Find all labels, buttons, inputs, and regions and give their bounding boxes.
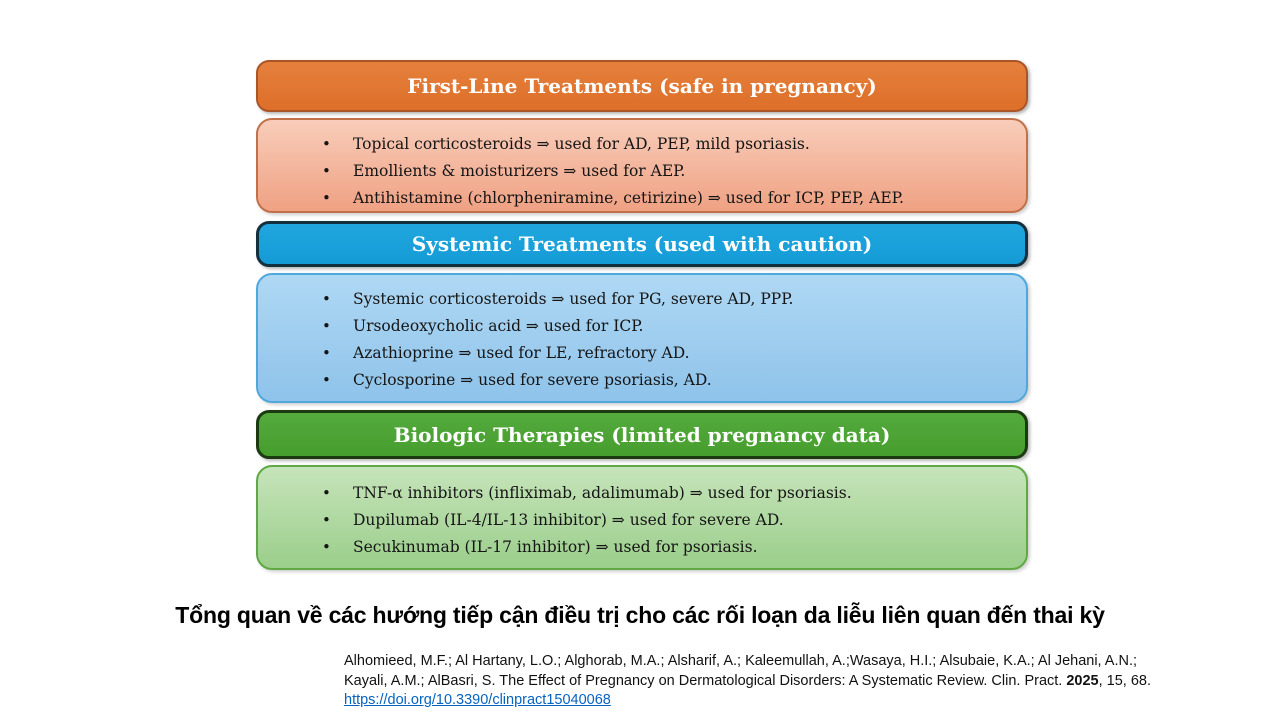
treatment-item: Cyclosporine ⇒ used for severe psoriasis… bbox=[320, 367, 1008, 394]
section-header-biologic-therapies: Biologic Therapies (limited pregnancy da… bbox=[256, 410, 1028, 459]
slide-caption: Tổng quan về các hướng tiếp cận điều trị… bbox=[175, 602, 1105, 628]
citation-line-1: Alhomieed, M.F.; Al Hartany, L.O.; Algho… bbox=[344, 653, 1138, 669]
doi-link[interactable]: https://doi.org/10.3390/clinpract1504006… bbox=[344, 692, 611, 708]
treatment-overview-diagram: First-Line Treatments (safe in pregnancy… bbox=[256, 60, 1028, 570]
treatment-item: Azathioprine ⇒ used for LE, refractory A… bbox=[320, 340, 1008, 367]
section-body-first-line-treatments: Topical corticosteroids ⇒ used for AD, P… bbox=[256, 118, 1028, 213]
section-body-systemic-treatments: Systemic corticosteroids ⇒ used for PG, … bbox=[256, 273, 1028, 403]
treatment-item: Emollients & moisturizers ⇒ used for AEP… bbox=[320, 158, 1008, 185]
section-header-label: First-Line Treatments (safe in pregnancy… bbox=[407, 74, 877, 98]
section-header-label: Systemic Treatments (used with caution) bbox=[411, 232, 873, 256]
citation-line-3: https://doi.org/10.3390/clinpract1504006… bbox=[344, 691, 1254, 711]
section-body-biologic-therapies: TNF-α inhibitors (infliximab, adalimumab… bbox=[256, 465, 1028, 570]
citation-line-2: Kayali, A.M.; AlBasri, S. The Effect of … bbox=[344, 672, 1152, 689]
biologic-therapy-list: TNF-α inhibitors (infliximab, adalimumab… bbox=[258, 467, 1026, 561]
treatment-item: Dupilumab (IL-4/IL-13 inhibitor) ⇒ used … bbox=[320, 507, 1008, 534]
treatment-item: Ursodeoxycholic acid ⇒ used for ICP. bbox=[320, 313, 1008, 340]
reference-citation: Alhomieed, M.F.; Al Hartany, L.O.; Algho… bbox=[344, 652, 1254, 711]
treatment-item: Antihistamine (chlorpheniramine, cetiriz… bbox=[320, 185, 1008, 212]
treatment-item: Secukinumab (IL-17 inhibitor) ⇒ used for… bbox=[320, 534, 1008, 561]
treatment-item: TNF-α inhibitors (infliximab, adalimumab… bbox=[320, 480, 1008, 507]
section-header-first-line-treatments: First-Line Treatments (safe in pregnancy… bbox=[256, 60, 1028, 112]
citation-year: 2025 bbox=[1066, 672, 1099, 689]
section-header-label: Biologic Therapies (limited pregnancy da… bbox=[393, 422, 891, 447]
treatment-item: Topical corticosteroids ⇒ used for AD, P… bbox=[320, 131, 1008, 158]
first-line-treatment-list: Topical corticosteroids ⇒ used for AD, P… bbox=[258, 120, 1026, 212]
treatment-item: Systemic corticosteroids ⇒ used for PG, … bbox=[320, 286, 1008, 313]
section-header-systemic-treatments: Systemic Treatments (used with caution) bbox=[256, 221, 1028, 267]
systemic-treatment-list: Systemic corticosteroids ⇒ used for PG, … bbox=[258, 275, 1026, 394]
